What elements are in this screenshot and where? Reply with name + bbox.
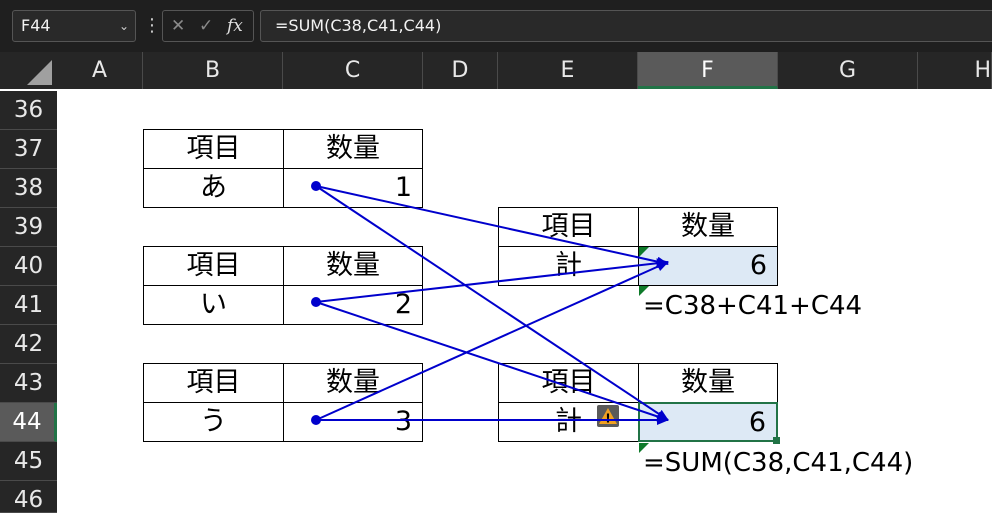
cell-c41[interactable]: 2: [283, 285, 423, 325]
cell-c44[interactable]: 3: [283, 402, 423, 442]
cell-f40[interactable]: 6: [638, 246, 778, 286]
warning-icon-glyph: !: [605, 412, 610, 426]
cell-f44-selected[interactable]: 6: [638, 402, 778, 442]
cell-b44[interactable]: う: [143, 402, 284, 442]
cell-e40[interactable]: 計: [498, 246, 639, 286]
enter-icon[interactable]: ✓: [199, 16, 214, 36]
column-header-e[interactable]: E: [498, 52, 638, 89]
row-header-38[interactable]: 38: [0, 169, 57, 208]
cell-c37[interactable]: 数量: [283, 129, 423, 169]
cancel-icon[interactable]: ✕: [171, 16, 186, 36]
cell-e39[interactable]: 項目: [498, 207, 639, 247]
name-box-value: F44: [21, 16, 51, 35]
row-header-40[interactable]: 40: [0, 247, 57, 286]
error-indicator-f40: [639, 247, 649, 257]
error-indicator-f45: [639, 443, 649, 453]
error-warning-button[interactable]: !: [597, 405, 619, 427]
column-header-f[interactable]: F: [638, 52, 778, 89]
cell-c43[interactable]: 数量: [283, 363, 423, 403]
cell-e43[interactable]: 項目: [498, 363, 639, 403]
select-all-icon: [27, 60, 52, 85]
row-header-41[interactable]: 41: [0, 286, 57, 325]
cell-c40[interactable]: 数量: [283, 246, 423, 286]
row-header-46[interactable]: 46: [0, 481, 57, 513]
row-header-42[interactable]: 42: [0, 325, 57, 364]
row-header-45[interactable]: 45: [0, 442, 57, 481]
cell-f39[interactable]: 数量: [638, 207, 778, 247]
cell-b37[interactable]: 項目: [143, 129, 284, 169]
formula-note-f45: =SUM(C38,C41,C44): [643, 448, 914, 478]
cell-b38[interactable]: あ: [143, 168, 284, 208]
row-header-36[interactable]: 36: [0, 91, 57, 130]
error-indicator-f41: [639, 286, 649, 296]
cell-f43[interactable]: 数量: [638, 363, 778, 403]
cell-b40[interactable]: 項目: [143, 246, 284, 286]
cell-b41[interactable]: い: [143, 285, 284, 325]
warning-icon: !: [599, 408, 617, 426]
formula-bar-area: F44 ⌄ ⋮ ✕ ✓ fx =SUM(C38,C41,C44): [0, 0, 992, 52]
column-header-a[interactable]: A: [57, 52, 143, 89]
formula-note-f41: =C38+C41+C44: [643, 291, 863, 321]
chevron-down-icon[interactable]: ⌄: [118, 19, 129, 33]
column-header-g[interactable]: G: [778, 52, 918, 89]
column-header-h[interactable]: H: [918, 52, 992, 89]
name-box[interactable]: F44 ⌄: [12, 10, 136, 42]
column-header-c[interactable]: C: [283, 52, 423, 89]
formula-controls: ✕ ✓ fx: [162, 10, 254, 42]
cell-c38[interactable]: 1: [283, 168, 423, 208]
row-header-37[interactable]: 37: [0, 130, 57, 169]
insert-function-icon[interactable]: fx: [227, 16, 243, 36]
cell-b43[interactable]: 項目: [143, 363, 284, 403]
row-header-44[interactable]: 44: [0, 403, 57, 442]
more-options-icon[interactable]: ⋮: [143, 15, 161, 36]
formula-input[interactable]: =SUM(C38,C41,C44): [260, 10, 992, 42]
select-all-corner[interactable]: [0, 52, 57, 89]
row-header-43[interactable]: 43: [0, 364, 57, 403]
column-header-b[interactable]: B: [143, 52, 283, 89]
column-header-d[interactable]: D: [423, 52, 498, 89]
row-header-39[interactable]: 39: [0, 208, 57, 247]
fill-handle[interactable]: [773, 437, 780, 444]
